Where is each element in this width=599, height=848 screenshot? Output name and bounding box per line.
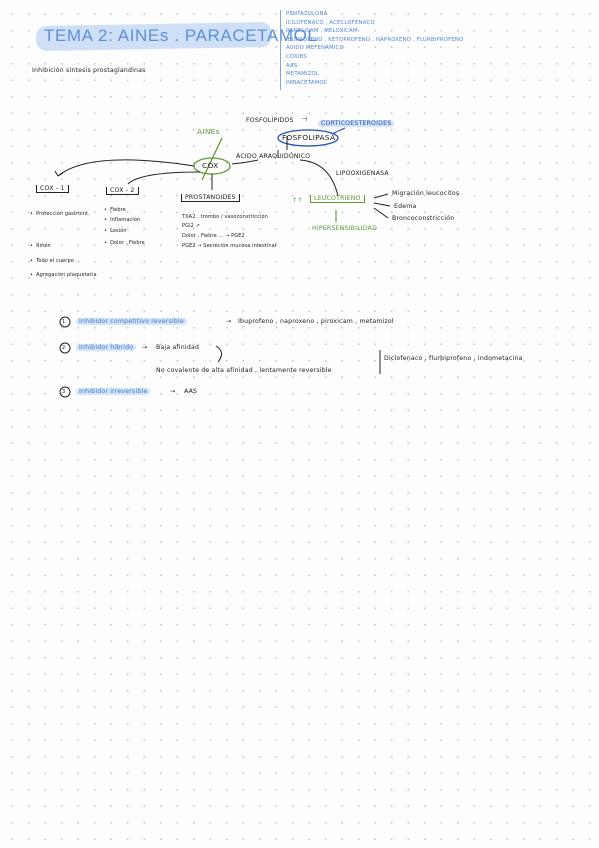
cox2-label: COX - 2 [106, 187, 139, 195]
drug-list-item: ÁCIDO MEFENÁMICO [286, 45, 344, 52]
cox2-item: Inflamación [104, 217, 140, 223]
drug-list-item: RANELICAM , MELOXICAM [286, 28, 358, 35]
inhibitor-text: Baja afinidad [156, 344, 200, 351]
leuco-effect: Edema [394, 203, 417, 210]
prostanoides-item: TXA2 : trombo / vasoconstricción [182, 214, 268, 220]
leucotrieno-label: LEUCOTRIENO [310, 195, 365, 203]
drug-list: PENTAZOLONA ICILOFENACO , ACECLOFENACO R… [286, 10, 463, 87]
prostanoides-item: Dolor , Fiebre ... → PGE2 [182, 233, 245, 239]
drug-list-item: PENTAZOLONA [286, 11, 328, 17]
drug-list-item: METAMIZOL [286, 71, 320, 78]
fosfolipasa-label: FOSFOLIPASA [282, 133, 336, 142]
page-title: TEMA 2: AINEs . PARACETAMOL [44, 26, 318, 45]
prostanoides-item: PGI2 ↗ [182, 223, 200, 229]
leucotrieno-increase: ↑↑ [292, 197, 303, 204]
fosfolipidos-label: FOSFOLÍPIDOS [246, 117, 294, 124]
drug-list-item: PARACETAMOL [286, 79, 327, 86]
inhibitor-text: AAS [184, 388, 198, 395]
inhibitor-number: 1 [62, 319, 66, 325]
inhibitor-text-secondary: No covalente de alta afinidad , lentamen… [156, 367, 332, 374]
cox1-item: Todo el cuerpo [30, 258, 74, 264]
acido-araquidonico-label: ÁCIDO ARAQUIDÓNICO [236, 153, 311, 160]
cox1-item: Riñón [30, 243, 51, 249]
prostanoides-label: PROSTANOIDES [181, 194, 240, 202]
leuco-effect: Migración leucocitos [392, 190, 460, 197]
cox-label: COX [202, 161, 219, 170]
prostanoides-item: PGE2 → Secreción mucosa intestinal [182, 243, 277, 249]
cox2-item: Fiebre [104, 207, 126, 213]
inhibitor-number: 3 [62, 389, 66, 395]
inhibitor-arrow: → [226, 318, 232, 325]
leuco-effect: Broncoconstricción [392, 215, 455, 222]
cox2-item: Lesión [104, 228, 127, 234]
inhibitor-label: Inhibidor híbrido [76, 344, 137, 351]
subtitle: Inhibición síntesis prostaglandinas [32, 67, 146, 74]
drug-list-item: COXIBS [286, 53, 307, 60]
drug-list-item: ICILOFENACO , ACECLOFENACO [286, 19, 375, 26]
hipersensibilidad-label: HIPERSENSIBILIDAD [312, 225, 378, 232]
lipooxigenasa-label: LIPOOXIGENASA [336, 170, 389, 177]
inhibitor-label: Inhibidor competitivo reversible [76, 318, 187, 325]
cox1-item: Agregación plaquetaria [30, 272, 97, 278]
inhibitor-arrow: → [170, 388, 176, 395]
inhibitor-brace-text: Diclofenaco , flurbiprofeno , indometaci… [384, 355, 523, 362]
drug-list-item: IBUPROFENO , KETOPROFENO , NAPROXENO , F… [286, 36, 464, 43]
inhibit-mark: ⊣ [302, 116, 308, 123]
inhibitor-arrow: → [142, 344, 148, 351]
cox2-item: Dolor , Fiebre [104, 240, 145, 246]
inhibitor-number: 2 [62, 345, 66, 351]
cox1-label: COX - 1 [36, 185, 69, 193]
inhibitor-text: Ibuprofeno , naproxeno , piroxicam , met… [238, 318, 394, 325]
inhibitor-label: Inhibidor irreversible [76, 388, 151, 395]
cox1-item: Protección gastroint. [30, 208, 90, 220]
drug-list-item: AAS [286, 62, 298, 69]
list-divider [280, 10, 281, 90]
corticoesteroides-label: CORTICOESTEROIDES [318, 120, 395, 127]
aines-label: AINEs [197, 127, 220, 136]
